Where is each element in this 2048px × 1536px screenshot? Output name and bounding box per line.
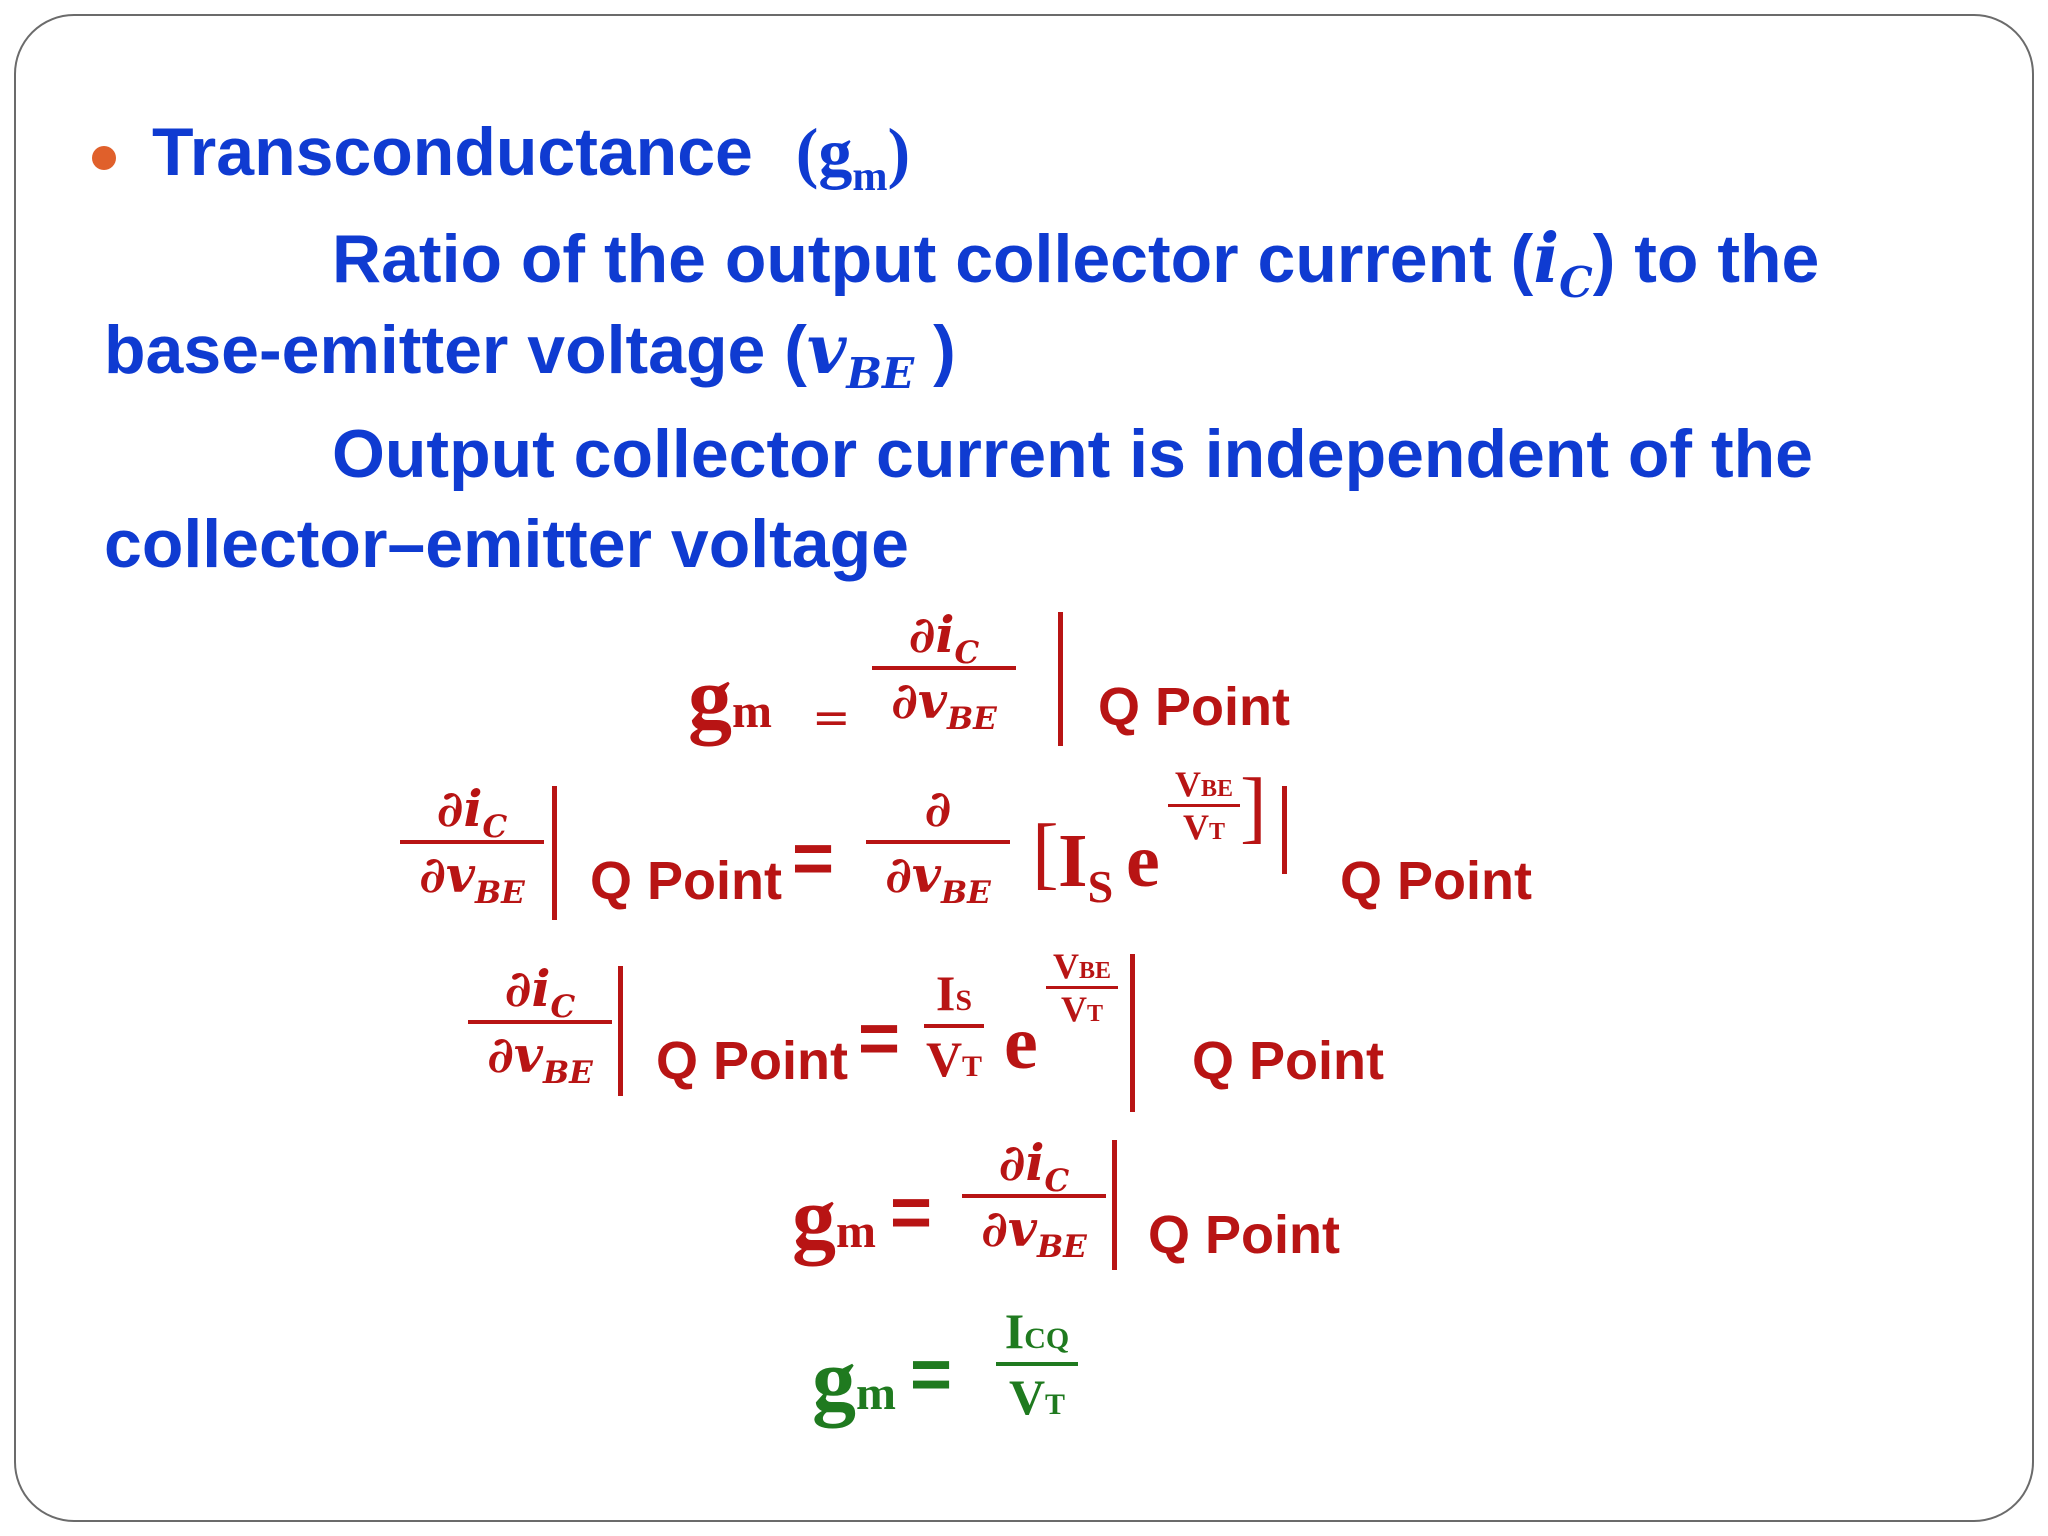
eq2-right-bracket: ] <box>1240 763 1267 851</box>
eq5-fraction: ICQ VT <box>996 1306 1078 1422</box>
eq3-eval-bar <box>618 966 623 1096</box>
eq4-gm: gm <box>792 1170 876 1267</box>
eq2-lhs-fraction: ∂iC ∂vBE <box>400 784 544 908</box>
eq4-fraction: ∂iC ∂vBE <box>962 1138 1106 1262</box>
eq3-qpoint-right: Q Point <box>1192 1031 1384 1091</box>
eq3-is-over-vt: IS VT <box>924 965 984 1087</box>
eq1-gm: gm <box>688 650 772 747</box>
heading-symbol: (gm) <box>795 114 911 200</box>
eq1-fraction: ∂iC ∂vBE <box>872 610 1016 734</box>
eq4-equals: = <box>890 1173 933 1253</box>
eq4-qpoint: Q Point <box>1148 1205 1340 1265</box>
paragraph2-line2: collector–emitter voltage <box>104 506 909 582</box>
eq2-exp-base: e <box>1126 819 1160 903</box>
eq1-qpoint: Q Point <box>1098 677 1290 737</box>
eq3-exp-base: e <box>1004 1001 1038 1085</box>
eq2-eval-bar-right <box>1282 786 1287 874</box>
eq2-exponent: VBE VT <box>1168 766 1240 845</box>
heading-text: Transconductance <box>152 114 753 190</box>
paragraph1-line1: Ratio of the output collector current (i… <box>332 219 1820 307</box>
bullet-icon <box>92 146 116 170</box>
paragraph1-line2: base-emitter voltage (vBE ) <box>104 310 956 398</box>
eq2-equals: = <box>792 819 835 899</box>
eq5-equals: = <box>910 1335 953 1415</box>
eq1-eval-bar <box>1058 612 1063 746</box>
heading: Transconductance (gm) <box>152 118 910 197</box>
paragraph2-line1: Output collector current is independent … <box>332 416 1813 492</box>
eq2-qpoint-right: Q Point <box>1340 851 1532 911</box>
eq2-qpoint-left: Q Point <box>590 851 782 911</box>
eq5-gm: gm <box>812 1332 896 1429</box>
slide-frame <box>14 14 2034 1522</box>
eq2-derivative-op: ∂ ∂vBE <box>866 784 1010 908</box>
eq2-is: IS <box>1058 819 1114 912</box>
eq1-equals: = <box>812 690 851 744</box>
eq3-lhs-fraction: ∂iC ∂vBE <box>468 964 612 1088</box>
eq3-qpoint-left: Q Point <box>656 1031 848 1091</box>
eq3-exponent: VBE VT <box>1046 948 1118 1027</box>
eq3-equals: = <box>858 999 901 1079</box>
eq2-eval-bar <box>552 786 557 920</box>
eq4-eval-bar <box>1112 1140 1117 1270</box>
eq2-left-bracket: [ <box>1032 809 1059 897</box>
eq3-eval-bar-right <box>1130 954 1135 1112</box>
